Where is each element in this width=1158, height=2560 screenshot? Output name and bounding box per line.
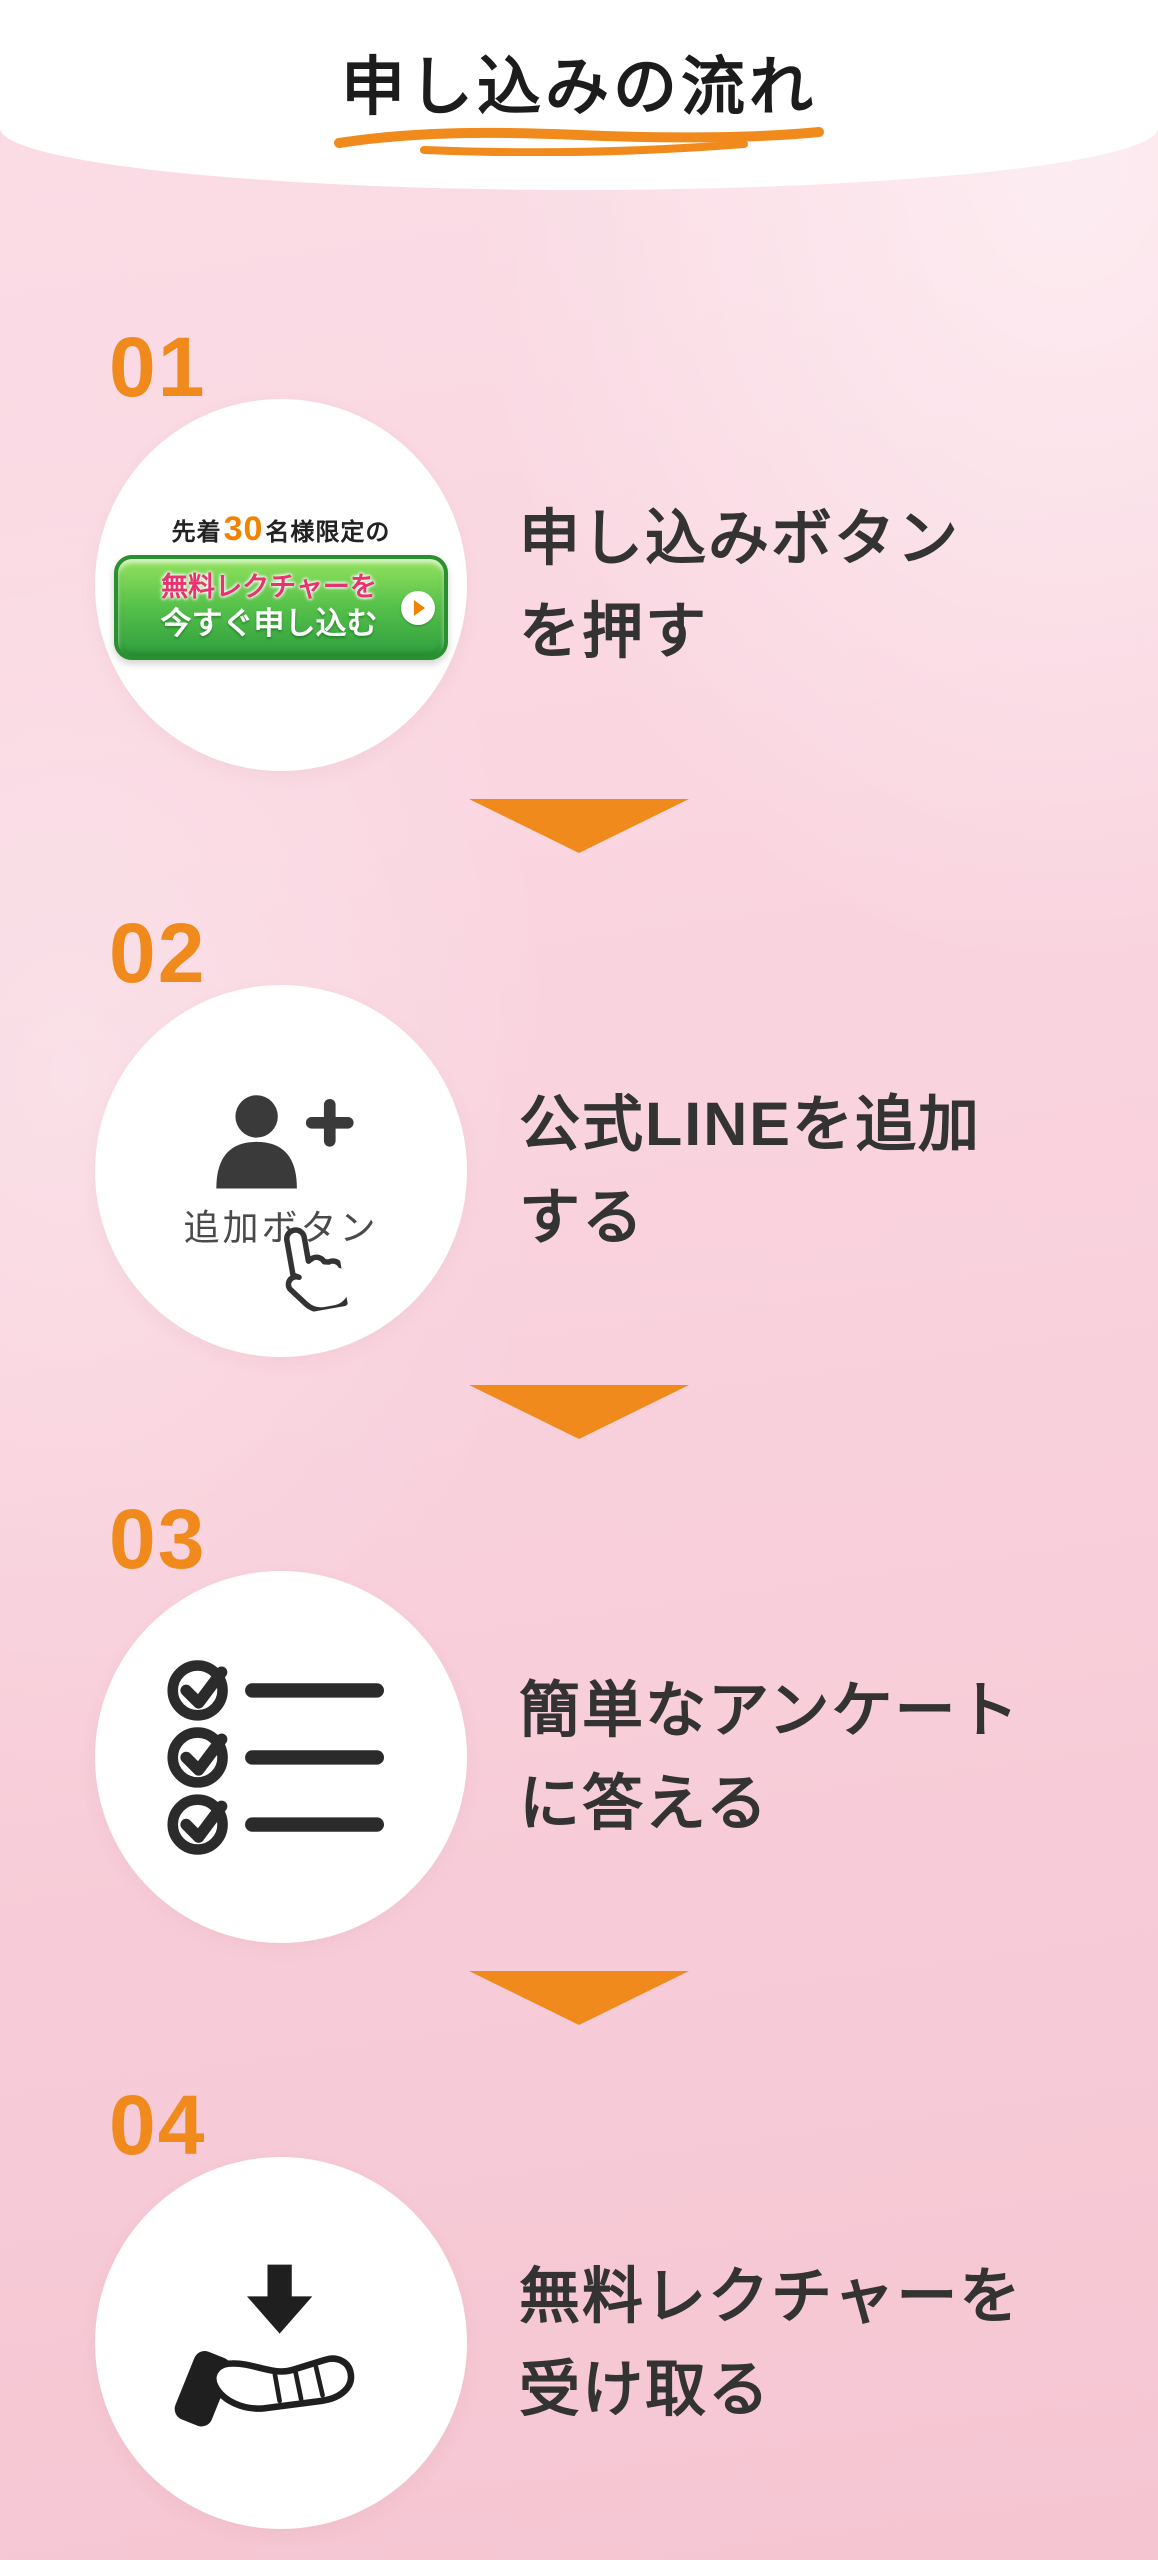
signup-button-graphic: 先着30名様限定の 無料レクチャーを 今すぐ申し込む xyxy=(114,510,448,660)
step-2-text-line2: する xyxy=(519,1183,646,1251)
add-button-label: 追加ボタン xyxy=(183,1207,379,1248)
person-add-icon xyxy=(216,1095,354,1189)
step-2-text-line1: 公式LINEを追加 xyxy=(519,1090,981,1159)
page-header: 申し込みの流れ xyxy=(0,0,1158,190)
step-2-text: 公式LINEを追加 する xyxy=(519,1078,981,1263)
step-3-circle xyxy=(95,1571,467,1943)
button-arrow-icon xyxy=(401,590,435,625)
page-title: 申し込みの流れ xyxy=(341,50,817,123)
flow-down-arrow-icon xyxy=(469,799,689,853)
line-add-graphic: 追加ボタン xyxy=(183,1091,379,1313)
step-3-text: 簡単なアンケート に答える xyxy=(519,1664,1021,1849)
pointer-hand-icon xyxy=(283,1227,348,1313)
step-4-number: 04 xyxy=(109,2078,207,2172)
step-1: 01 先着30名様限定の 無料レクチャーを 今すぐ申し込む xyxy=(0,325,1158,771)
step-3: 03 xyxy=(0,1497,1158,1943)
step-3-text-line2: に答える xyxy=(519,1769,770,1837)
checklist-icon xyxy=(167,1660,385,1855)
step-4-circle xyxy=(95,2157,467,2529)
limit-suffix: 名様限定の xyxy=(265,519,391,547)
step-4-text: 無料レクチャーを 受け取る xyxy=(519,2250,1022,2435)
step-2: 02 追加ボタン 公 xyxy=(0,911,1158,1357)
limit-prefix: 先着 xyxy=(171,519,222,547)
receive-hand-icon xyxy=(174,2264,354,2427)
limit-number: 30 xyxy=(223,510,264,549)
signup-button[interactable]: 無料レクチャーを 今すぐ申し込む xyxy=(114,555,448,660)
step-2-circle: 追加ボタン xyxy=(95,985,467,1357)
flow-down-arrow-icon xyxy=(469,1385,689,1439)
step-4: 04 無料レクチャーを 受け取る xyxy=(0,2083,1158,2529)
signup-button-line1: 無料レクチャーを xyxy=(161,572,377,603)
step-3-text-line1: 簡単なアンケート xyxy=(519,1676,1021,1745)
step-2-number: 02 xyxy=(109,906,207,1000)
step-4-text-line2: 受け取る xyxy=(519,2355,772,2423)
steps-list: 01 先着30名様限定の 無料レクチャーを 今すぐ申し込む xyxy=(0,190,1158,2529)
limited-offer-label: 先着30名様限定の xyxy=(114,510,448,549)
step-1-number: 01 xyxy=(109,320,207,414)
title-underline-swoosh-icon xyxy=(334,127,824,157)
step-3-number: 03 xyxy=(109,1492,207,1586)
step-1-circle: 先着30名様限定の 無料レクチャーを 今すぐ申し込む xyxy=(95,399,467,771)
step-1-text: 申し込みボタン を押す xyxy=(519,492,960,677)
step-4-text-line1: 無料レクチャーを xyxy=(519,2262,1023,2331)
step-1-text-line2: を押す xyxy=(519,597,709,665)
step-1-text-line1: 申し込みボタン xyxy=(519,504,961,573)
flow-down-arrow-icon xyxy=(469,1971,689,2025)
signup-button-line2: 今すぐ申し込む xyxy=(160,605,378,641)
